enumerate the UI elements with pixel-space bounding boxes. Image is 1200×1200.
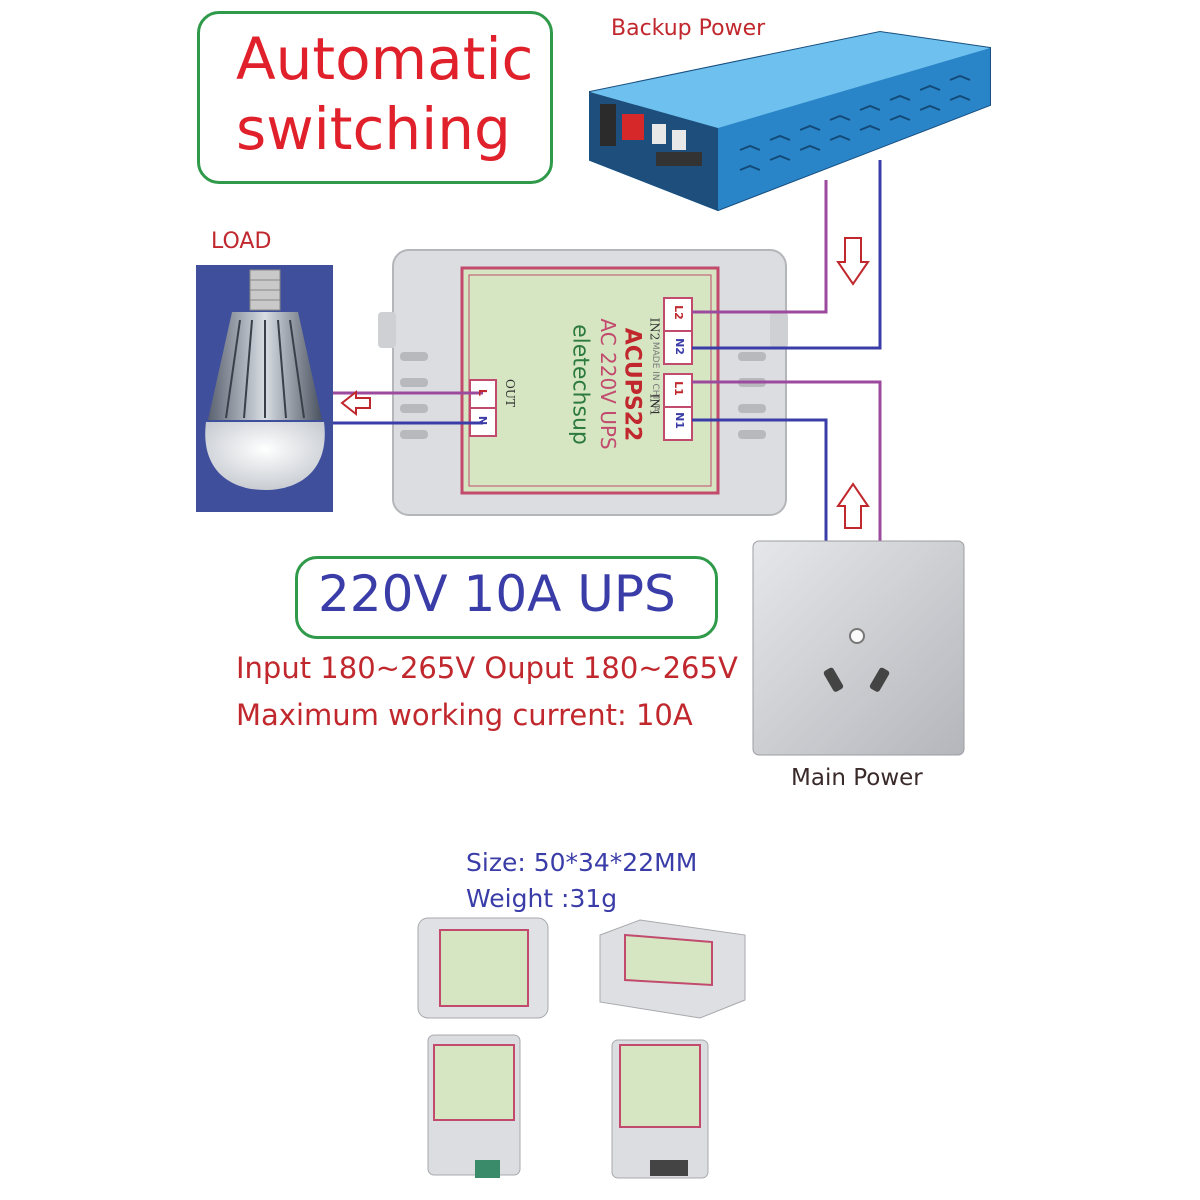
wall-socket-image	[752, 540, 965, 756]
ups-module-image	[378, 249, 788, 516]
terminal-out-l: L	[476, 388, 490, 397]
module-brand: eletechsup	[567, 324, 593, 445]
module-out-label: OUT	[502, 379, 517, 407]
product-photo-side-right	[611, 1039, 709, 1179]
module-model-line: AC 220V UPS	[596, 318, 620, 450]
product-headline-box: 220V 10A UPS	[295, 556, 718, 639]
terminal-out-n: N	[476, 415, 490, 426]
terminal-l2: L2	[671, 305, 685, 320]
product-photo-front	[417, 917, 549, 1019]
weight-text: Weight :31g	[466, 884, 618, 913]
module-label-area: eletechsup AC 220V UPS ACUPS22 MADE IN C…	[535, 272, 725, 502]
module-in1-label: IN1	[647, 393, 662, 417]
module-part-number: ACUPS22	[619, 327, 645, 442]
size-text: Size: 50*34*22MM	[466, 848, 698, 877]
product-headline: 220V 10A UPS	[318, 565, 676, 623]
product-photo-angled	[599, 919, 746, 1019]
terminal-l1: L1	[671, 381, 685, 396]
load-label: LOAD	[211, 229, 272, 254]
wires	[333, 160, 882, 542]
terminal-n2: N2	[672, 338, 686, 355]
product-photo-side-left	[427, 1034, 521, 1178]
product-photos	[417, 917, 746, 1179]
module-made-in: MADE IN CHINA	[650, 341, 660, 413]
spec-line-input-output: Input 180~265V Ouput 180~265V	[236, 651, 738, 685]
main-power-label: Main Power	[791, 765, 923, 791]
inverter-image	[589, 30, 991, 212]
bulb-image	[196, 265, 333, 512]
flow-arrows	[340, 237, 870, 529]
title-box: Automatic switching	[197, 11, 553, 184]
terminal-n1: N1	[672, 412, 686, 429]
diagram-title: Automatic switching	[236, 25, 534, 163]
backup-power-label: Backup Power	[611, 16, 766, 41]
module-in2-label: IN2	[647, 317, 662, 341]
spec-line-max-current: Maximum working current: 10A	[236, 698, 693, 732]
